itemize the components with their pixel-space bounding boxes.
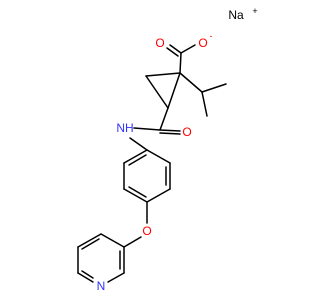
sodium-ion: Na + xyxy=(228,6,257,22)
pyridine-ring: N xyxy=(77,233,125,293)
amide-group: O NH xyxy=(116,107,192,151)
pyridine-nitrogen: N xyxy=(97,279,106,293)
carboxylate-oxygen-single: O xyxy=(198,36,207,50)
ether-linkage: O xyxy=(123,201,152,248)
carboxylate-group: O O - xyxy=(155,31,213,74)
sodium-label: Na xyxy=(228,8,244,22)
phenylene-ring xyxy=(123,149,171,203)
ether-oxygen: O xyxy=(142,224,151,238)
carbonyl-bond xyxy=(169,44,182,54)
carboxylate-oxygen-double: O xyxy=(155,36,164,50)
carboxylate-charge: - xyxy=(210,31,213,41)
amide-oxygen: O xyxy=(182,125,191,139)
amide-nh: NH xyxy=(116,121,133,135)
isopropyl-group xyxy=(179,72,227,117)
sodium-charge: + xyxy=(252,6,257,16)
cyclopropane-ring xyxy=(145,72,181,109)
molecule-structure: Na + O O - O NH xyxy=(77,6,258,293)
